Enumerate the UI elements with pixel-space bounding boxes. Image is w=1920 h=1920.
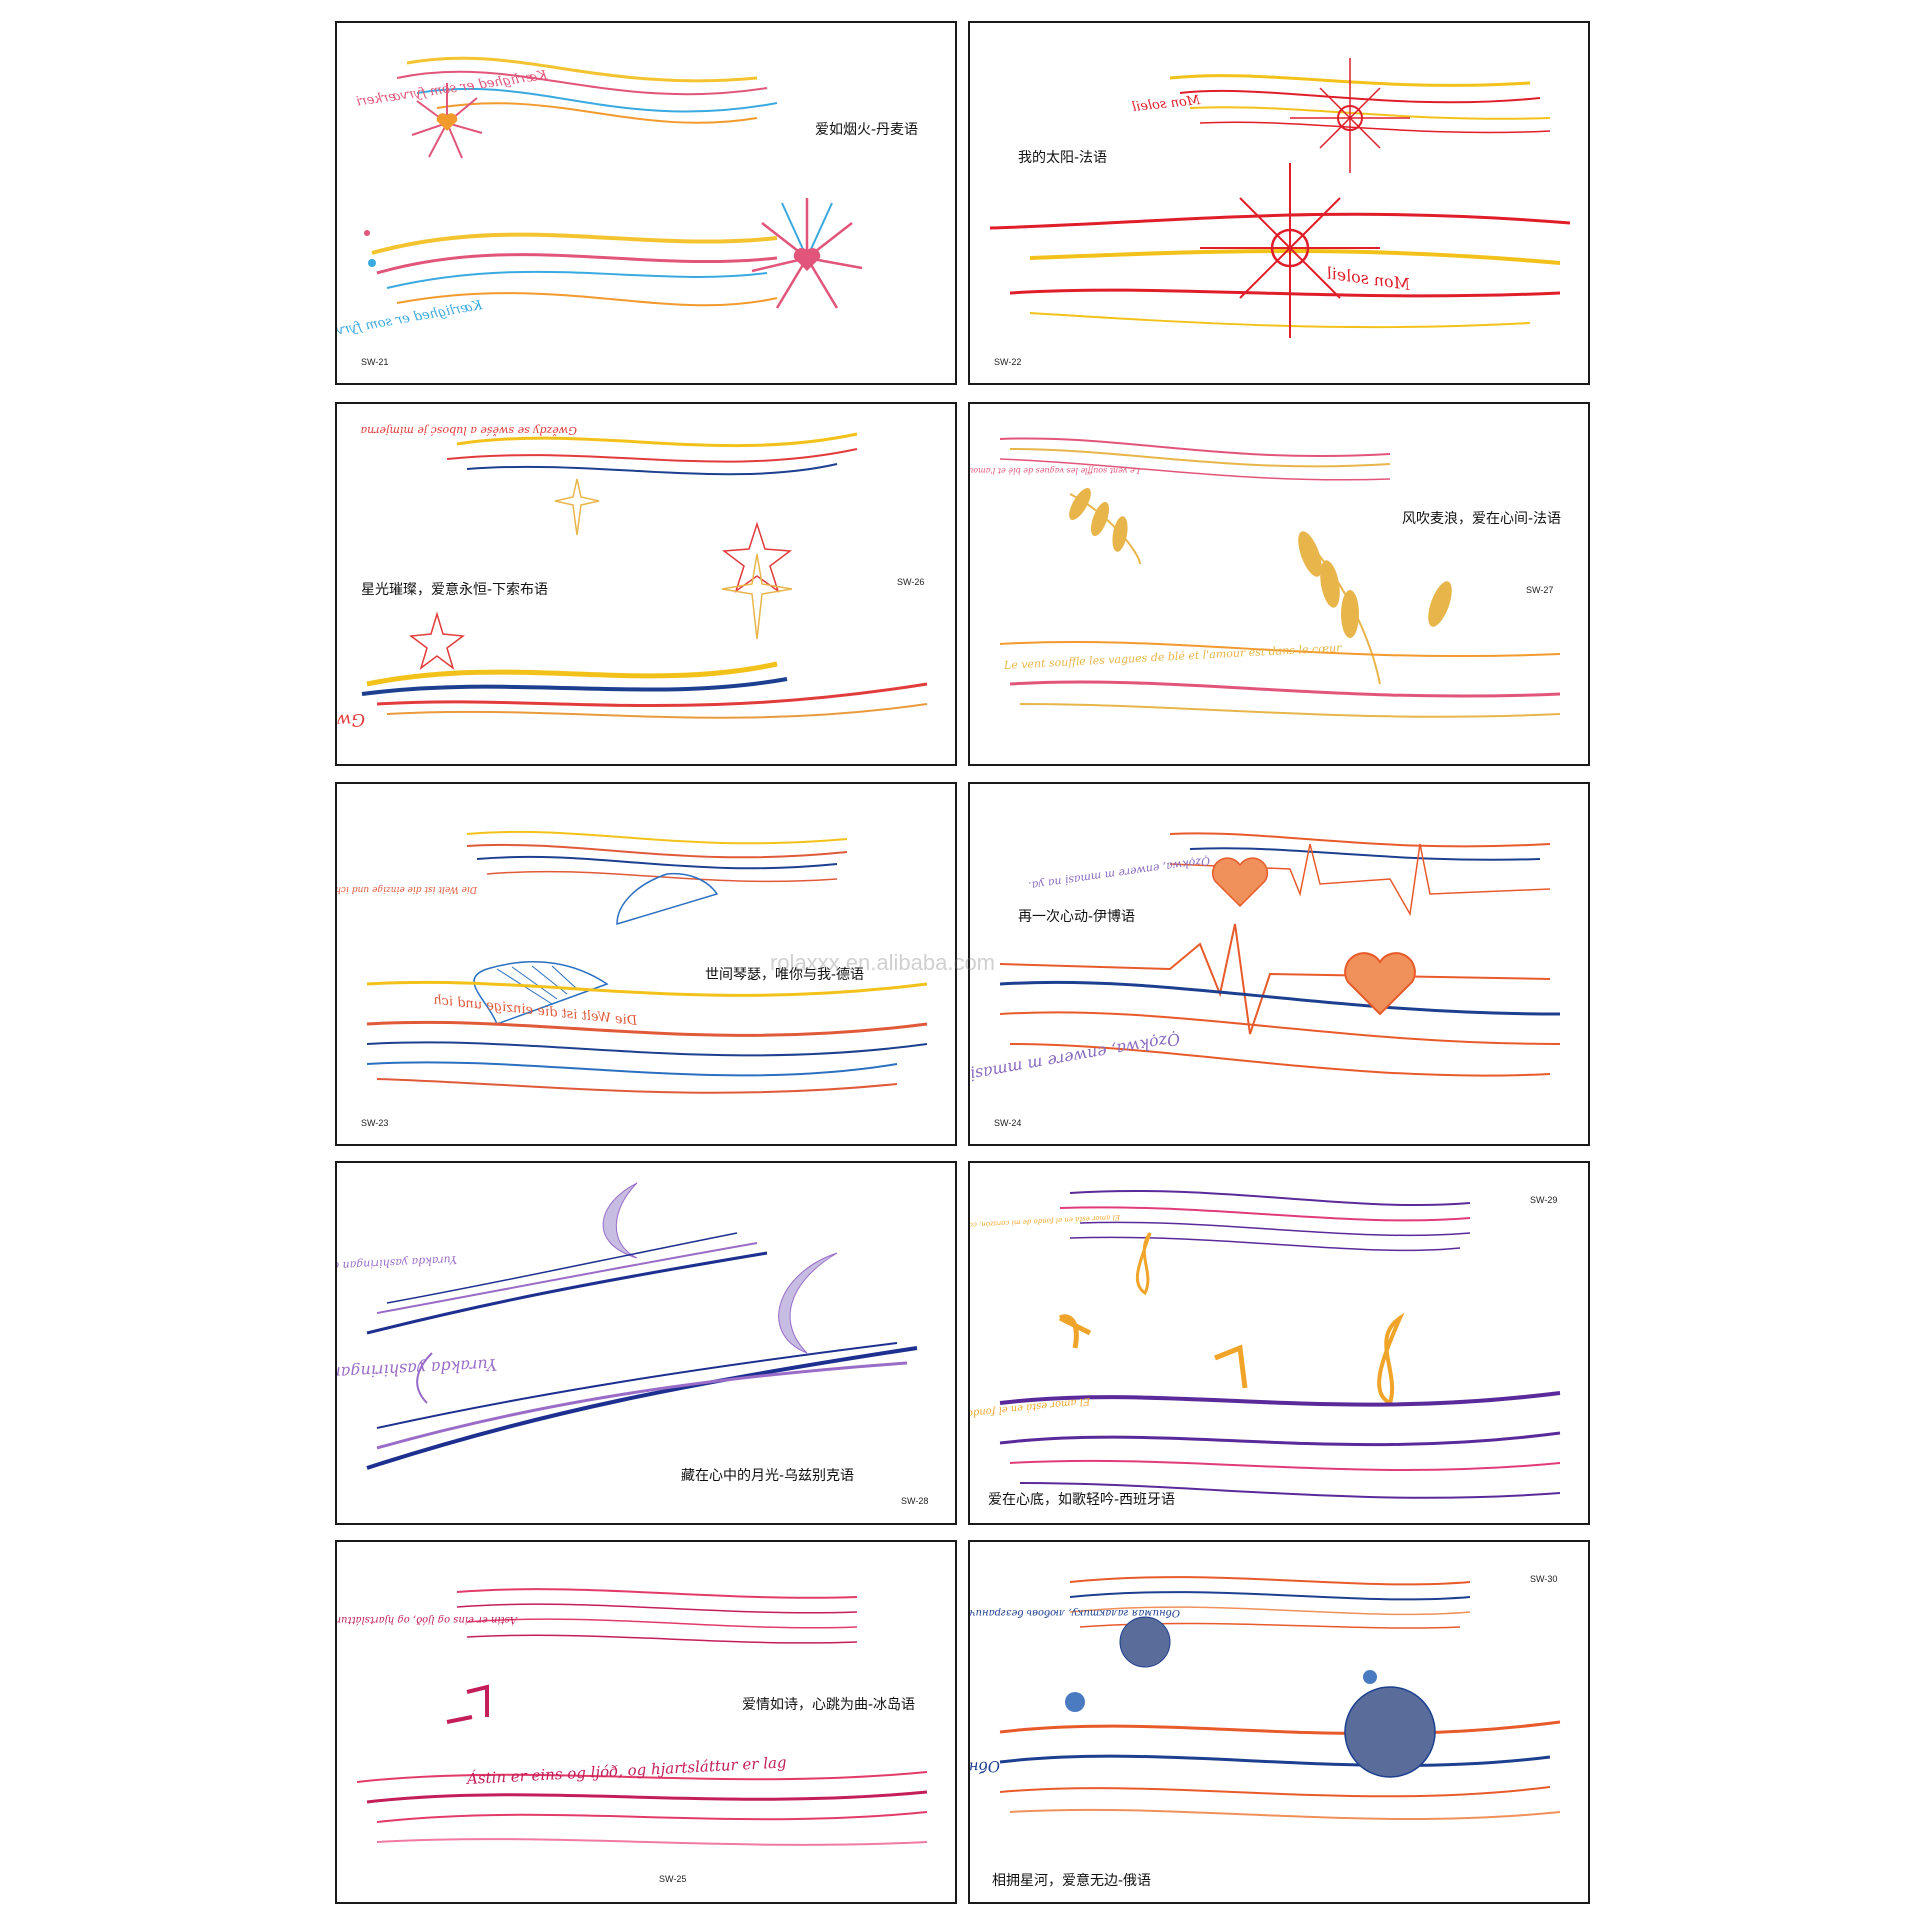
tattoo-panel-sw25: Ástin er eins og ljóð, og hjartsláttur e… (335, 1540, 957, 1904)
panel-code: SW-26 (897, 577, 925, 587)
panel-caption: 爱如烟火-丹麦语 (815, 122, 919, 138)
panel-caption: 星光璀璨，爱意永恒-下索布语 (361, 582, 549, 598)
script-text: Die Welt ist die einzige und ich (335, 884, 477, 894)
tattoo-panel-sw28: Yurakda yashiringan oy nuri Yurakda yash… (335, 1161, 957, 1525)
panel-caption: 世间琴瑟，唯你与我-德语 (705, 967, 865, 983)
tattoo-panel-sw22: Mon soleil Mon soleil 我的太阳-法语 SW-22 (968, 21, 1590, 385)
panel-caption: 风吹麦浪，爱在心间-法语 (1402, 511, 1562, 527)
tattoo-panel-sw30: Обнимая галактику, любовь безгранична Об… (968, 1540, 1590, 1904)
firework-icon (364, 56, 863, 309)
panel-caption: 爱在心底，如歌轻吟-西班牙语 (988, 1492, 1176, 1508)
tattoo-panel-sw23: Die Welt ist die einzige und ich Die Wel… (335, 782, 957, 1146)
planet-icon (999, 1576, 1561, 1821)
moon-icon (366, 1182, 918, 1470)
umbrella-icon (366, 830, 928, 1094)
panel-code: SW-21 (361, 357, 389, 367)
tattoo-panel-sw24: Ọzọkwa, enwere m mmasị na ya. Ọzọkwa, en… (968, 782, 1590, 1146)
panel-code: SW-25 (659, 1874, 687, 1884)
script-text: Le vent souffle les vagues de blé et l'a… (968, 466, 1140, 475)
music-note-icon (999, 1189, 1561, 1499)
panel-caption: 再一次心动-伊博语 (1018, 909, 1136, 925)
panel-caption: 相拥星河，爱意无边-俄语 (992, 1873, 1152, 1889)
panel-code: SW-23 (361, 1118, 389, 1128)
script-text: Gwězdy se swěśe a lubosć je mimjerna (360, 424, 577, 437)
panel-code: SW-28 (901, 1496, 929, 1506)
heartbeat-icon (999, 832, 1561, 1077)
panel-caption: 藏在心中的月光-乌兹别克语 (681, 1468, 855, 1484)
script-text: Ástin er eins og ljóð, og hjartsláttur e… (336, 1614, 517, 1625)
sun-icon (989, 58, 1571, 338)
panel-caption: 我的太阳-法语 (1018, 150, 1108, 166)
panel-code: SW-24 (994, 1118, 1022, 1128)
watermark-text: rolaxxx.en.alibaba.com (770, 950, 996, 975)
tattoo-panel-sw21: Kærlighed er som fyrværkeri Kærlighed er… (335, 21, 957, 385)
wheat-icon (999, 437, 1561, 718)
panel-caption: 爱情如诗，心跳为曲-冰岛语 (742, 1697, 916, 1713)
panel-code: SW-30 (1530, 1574, 1558, 1584)
panel-code: SW-22 (994, 357, 1022, 367)
star-icon (361, 432, 928, 719)
tattoo-panel-sw27: Le vent souffle les vagues de blé et l'a… (968, 402, 1590, 766)
music-note-icon (356, 1588, 928, 1846)
tattoo-panel-sw29: El amor está en el fondo de mi corazón, … (968, 1161, 1590, 1525)
tattoo-panel-sw26: Gwězdy se swěśe a lubosć je mimjerna Gwě… (335, 402, 957, 766)
panel-code: SW-29 (1530, 1195, 1558, 1205)
panel-code: SW-27 (1526, 585, 1554, 595)
script-text: Обнимая галактику, любовь безгранична (968, 1607, 1180, 1618)
